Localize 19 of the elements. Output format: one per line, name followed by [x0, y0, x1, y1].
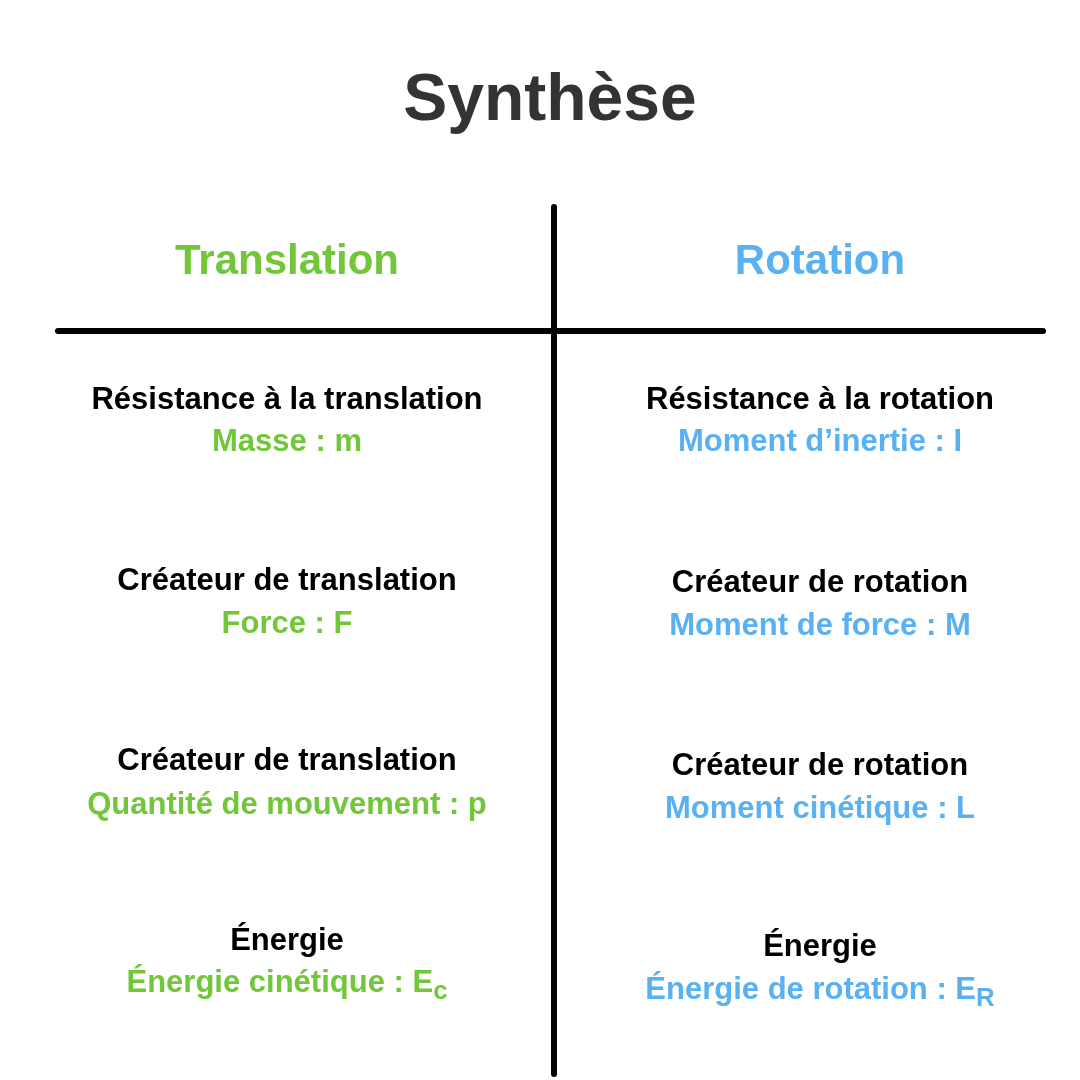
- column-heading: Rotation: [734, 236, 906, 284]
- quantity-label: Quantité de mouvement : p: [87, 786, 487, 822]
- row-heading: Créateur de rotation: [671, 564, 969, 600]
- row-heading: Résistance à la translation: [91, 381, 483, 417]
- row-heading: Créateur de translation: [117, 562, 457, 598]
- row-heading: Créateur de translation: [117, 742, 457, 778]
- row-heading: Énergie: [230, 922, 344, 958]
- column-heading: Translation: [174, 236, 400, 284]
- quantity-label: Force : F: [221, 605, 353, 641]
- row-heading: Créateur de rotation: [671, 747, 969, 783]
- quantity-label: Masse : m: [212, 423, 362, 459]
- row-heading: Énergie: [763, 928, 877, 964]
- quantity-label: Moment cinétique : L: [665, 790, 975, 826]
- quantity-label: Moment d’inertie : I: [677, 423, 963, 459]
- row-heading: Résistance à la rotation: [646, 381, 994, 417]
- quantity-label: Énergie cinétique : E$_{c}$: [126, 965, 448, 1005]
- quantity-label: Moment de force : M: [669, 607, 971, 643]
- title: Synthèse: [403, 60, 697, 134]
- quantity-label: Énergie de rotation : E$_{R}$: [645, 972, 995, 1012]
